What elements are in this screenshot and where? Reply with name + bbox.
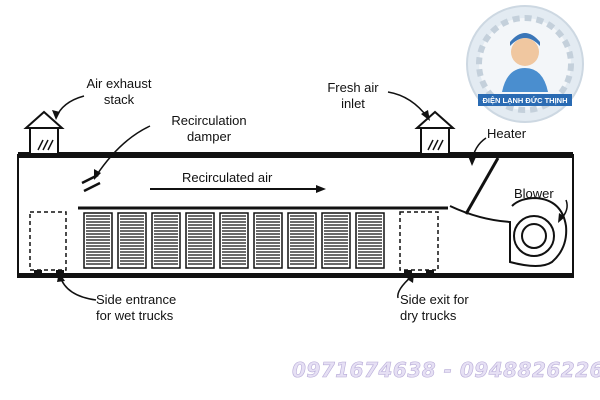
truck-stack bbox=[219, 212, 249, 269]
label-line: Side exit for bbox=[400, 292, 469, 307]
dryer-roof bbox=[18, 152, 573, 158]
truck-stack bbox=[83, 212, 113, 269]
truck-stack bbox=[253, 212, 283, 269]
blower bbox=[513, 215, 555, 257]
callout-lines bbox=[55, 91, 568, 301]
dryer-floor bbox=[18, 273, 573, 278]
truck-stack bbox=[185, 212, 215, 269]
label-line: Air exhaust bbox=[86, 76, 152, 91]
label-heater: Heater bbox=[487, 126, 527, 141]
company-logo-watermark: ĐIỆN LẠNH ĐỨC THỊNH bbox=[466, 5, 584, 123]
label-line: inlet bbox=[341, 96, 365, 111]
label-recirculated-air: Recirculated air bbox=[182, 170, 273, 185]
label-air-exhaust-stack: Air exhaust stack bbox=[74, 76, 164, 108]
truck-stack bbox=[355, 212, 385, 269]
phone-watermark: 0971674638 - 0948826226 bbox=[292, 358, 600, 383]
label-line: Recirculation bbox=[171, 113, 247, 128]
label-recirculation-damper: Recirculation damper bbox=[158, 113, 260, 145]
blower-duct bbox=[449, 196, 568, 267]
truck-wheels bbox=[34, 270, 434, 275]
recirculated-air-arrow bbox=[150, 185, 326, 193]
label-blower: Blower bbox=[514, 186, 554, 201]
label-line: Fresh air bbox=[327, 80, 379, 95]
dry-truck-position bbox=[399, 211, 439, 271]
truck-stack bbox=[117, 212, 147, 269]
truck-stack bbox=[287, 212, 317, 269]
label-line: stack bbox=[103, 92, 135, 107]
label-fresh-air-inlet: Fresh air inlet bbox=[316, 80, 390, 112]
label-line: dry trucks bbox=[400, 308, 457, 323]
label-line: damper bbox=[186, 129, 232, 144]
callout-entrance bbox=[59, 275, 97, 301]
air-exhaust-stack bbox=[23, 110, 65, 155]
label-side-entrance: Side entrance for wet trucks bbox=[96, 292, 176, 324]
truck-stacks bbox=[83, 212, 385, 269]
fresh-air-inlet bbox=[414, 110, 456, 155]
recirculation-damper bbox=[81, 173, 101, 193]
truck-stack bbox=[321, 212, 351, 269]
truck-stack bbox=[151, 212, 181, 269]
label-line: Side entrance bbox=[96, 292, 177, 307]
label-side-exit: Side exit for dry trucks bbox=[400, 292, 469, 324]
label-line: for wet trucks bbox=[96, 308, 174, 323]
heater bbox=[464, 157, 500, 215]
callout-damper bbox=[95, 125, 151, 177]
wet-truck-position bbox=[29, 211, 67, 271]
logo-text: ĐIỆN LẠNH ĐỨC THỊNH bbox=[483, 96, 568, 105]
callout-arrowheads bbox=[52, 110, 565, 283]
